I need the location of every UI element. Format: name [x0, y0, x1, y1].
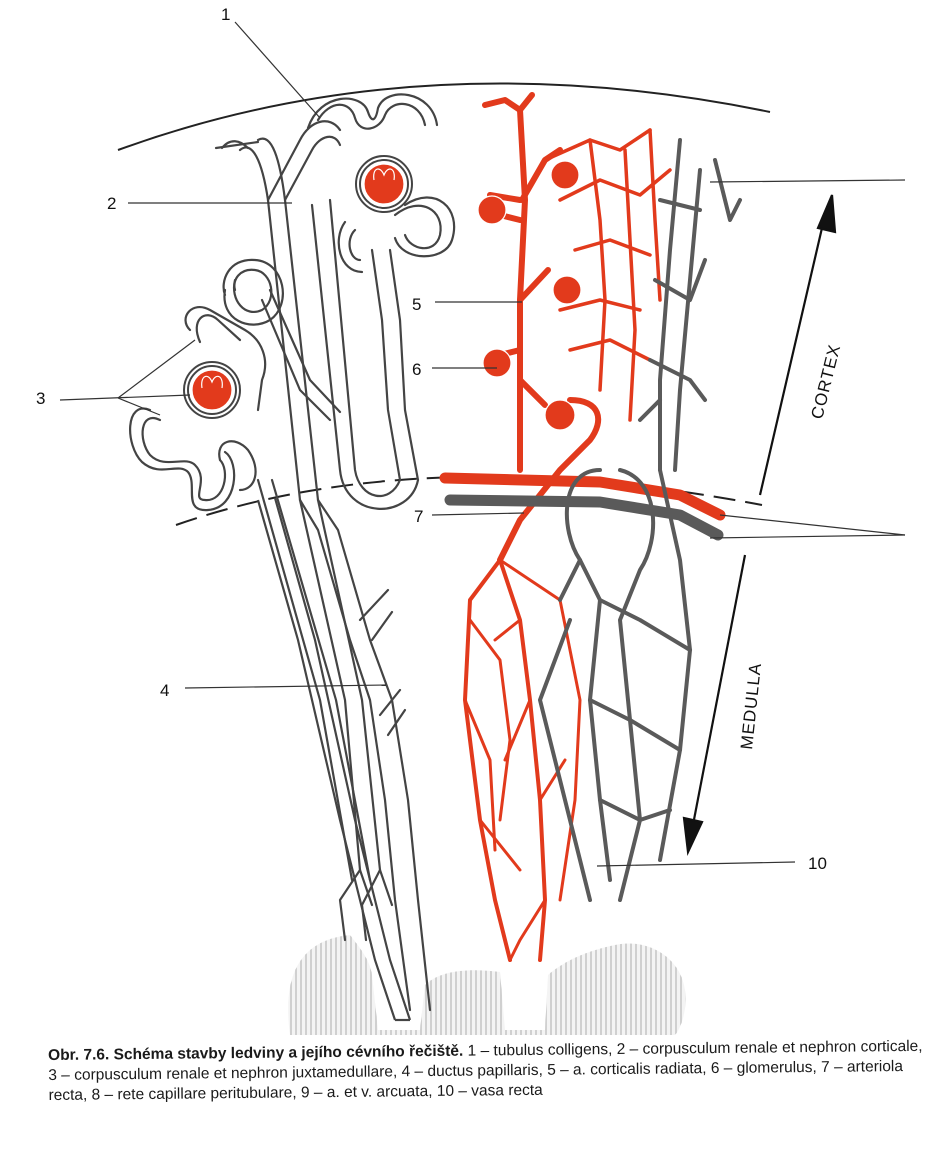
label-10: 10 — [808, 854, 827, 873]
ductus-papillaris — [256, 497, 412, 1022]
caption-title: Obr. 7.6. Schéma stavby ledviny a jejího… — [48, 1042, 464, 1064]
label-6: 6 — [412, 360, 421, 379]
arterial-tree — [439, 92, 726, 962]
region-arrows — [682, 194, 837, 856]
glomeruli — [191, 160, 582, 431]
venous-tree — [444, 138, 742, 902]
bowman-capsules — [183, 155, 413, 419]
label-1: 1 — [221, 5, 230, 24]
medulla-label: MEDULLA — [737, 662, 765, 751]
label-4: 4 — [160, 681, 169, 700]
kidney-capsule-line — [117, 82, 771, 151]
label-2: 2 — [107, 194, 116, 213]
pointer-lines — [59, 21, 906, 867]
figure-caption: Obr. 7.6. Schéma stavby ledviny a jejího… — [48, 1037, 925, 1106]
renal-papilla — [288, 935, 686, 1035]
label-3: 3 — [36, 389, 45, 408]
tubules — [129, 93, 456, 1012]
label-7: 7 — [414, 507, 423, 526]
label-5: 5 — [412, 295, 421, 314]
cortex-label: CORTEX — [807, 342, 844, 421]
